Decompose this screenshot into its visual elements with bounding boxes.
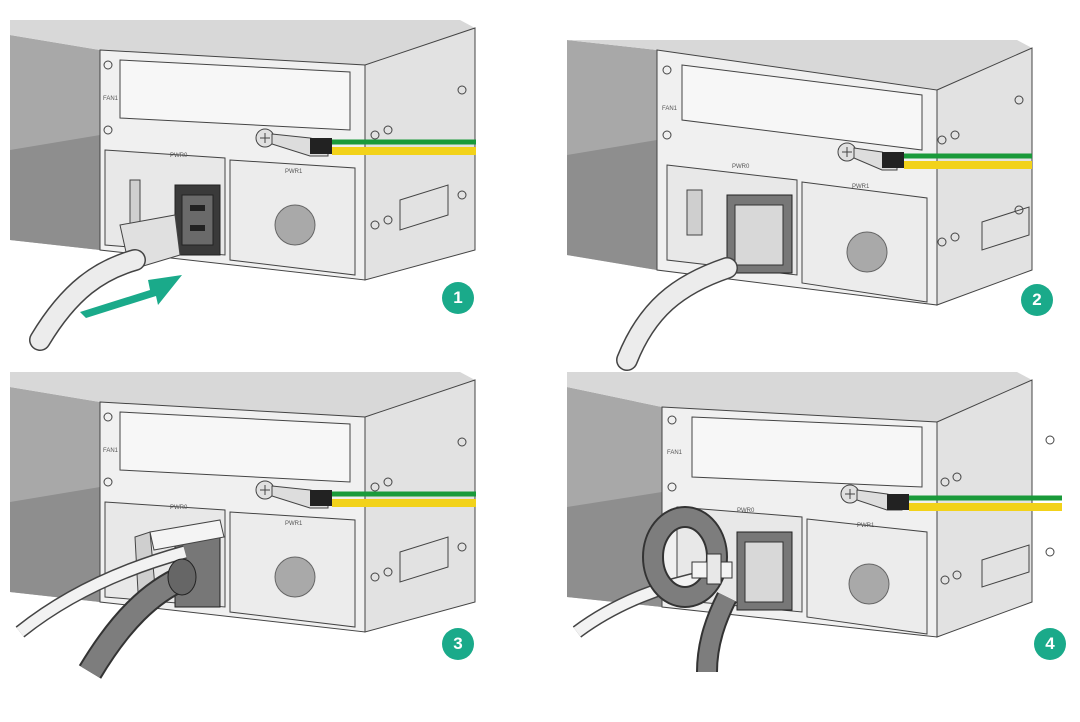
panel-step-2: FAN1 PWR0 PWR1 2 [567, 40, 1067, 380]
panel-1-drawing: FAN1 PWR0 PWR1 [10, 20, 476, 351]
step-badge-1: 1 [442, 282, 474, 314]
step-badge-4: 4 [1034, 628, 1066, 660]
panel-4-drawing: FAN1 PWR0 PWR1 [567, 372, 1062, 673]
power-cord [698, 592, 736, 673]
psu-left-label: PWR0 [170, 153, 188, 159]
step-badge-2: 2 [1021, 284, 1053, 316]
psu-right-label: PWR1 [285, 169, 303, 175]
fan-slot [119, 59, 351, 131]
ground-lug [310, 138, 332, 154]
chassis-top [10, 20, 475, 65]
psu-right-label: PWR1 [852, 184, 870, 190]
step-badge-3: 3 [442, 628, 474, 660]
psu-right-label: PWR1 [285, 521, 303, 527]
psu-right-fan [274, 204, 316, 246]
fan-label: FAN1 [103, 448, 119, 454]
insert-arrow-icon [80, 275, 182, 318]
psu-right-label: PWR1 [857, 523, 875, 529]
fan-label: FAN1 [662, 106, 678, 112]
side-vent [399, 184, 449, 231]
power-cord [30, 250, 145, 350]
panel-2-drawing: FAN1 PWR0 PWR1 [567, 40, 1033, 371]
cable-tie-icon [149, 519, 225, 551]
panel-step-4: FAN1 PWR0 PWR1 [567, 372, 1067, 712]
panel-step-1: FAN1 PWR0 PWR1 [10, 20, 510, 360]
psu-left-label: PWR0 [732, 164, 750, 170]
psu-left-label: PWR0 [737, 508, 755, 514]
psu-left-label: PWR0 [170, 505, 188, 511]
panel-3-drawing: FAN1 PWR0 PWR1 [10, 372, 476, 679]
fan-label: FAN1 [667, 450, 683, 456]
panel-step-3: FAN1 PWR0 PWR1 [10, 372, 510, 712]
fan-label: FAN1 [103, 96, 119, 102]
tie-cable [16, 546, 187, 637]
